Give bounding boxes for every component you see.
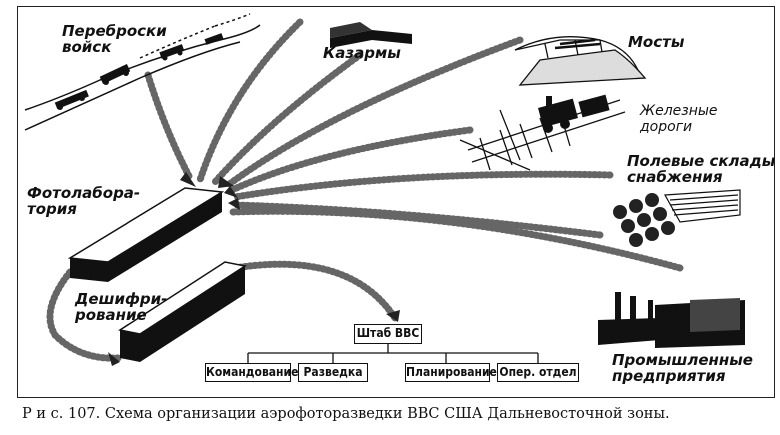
flow-railways (228, 126, 474, 194)
flow-troops-2 (196, 18, 304, 184)
figure-frame (17, 6, 775, 398)
bridge-icon (514, 36, 647, 86)
photolab-building (67, 187, 225, 282)
label-field-depots: Полевые склады снабжения (627, 152, 776, 186)
label-photolab: Фотолабора- тория (27, 184, 141, 218)
dept-planning: Планирование (405, 363, 497, 382)
depot-icon (613, 189, 741, 247)
terrain-line (24, 24, 261, 111)
label-bridges: Мосты (628, 33, 685, 51)
dept-command: Командование (205, 363, 298, 382)
dept-intelligence: Разведка (298, 363, 368, 382)
troops-scene (24, 13, 261, 131)
label-railways: Железные дороги (640, 103, 718, 135)
label-decoding: Дешифри- рование (75, 290, 168, 324)
flow-depots (231, 170, 614, 201)
barracks-icon (330, 22, 412, 48)
road-edge (24, 41, 241, 131)
flow-industry (228, 207, 684, 272)
decoding-building (118, 261, 247, 362)
hq-box: Штаб ВВС (354, 324, 422, 344)
label-industry: Промышленные предприятия (612, 351, 753, 385)
flow-bridges (224, 36, 524, 189)
dept-operations: Опер. отдел (497, 363, 579, 382)
flow-barracks (211, 51, 364, 186)
recon-flows (46, 18, 684, 362)
hq-connectors (247, 343, 539, 364)
railway-icon (459, 94, 626, 171)
label-troop-movements: Переброски войск (62, 22, 167, 56)
figure-caption: Р и с. 107. Схема организации аэрофотора… (22, 406, 670, 422)
flow-troops (144, 71, 194, 182)
flow-photolab-decoding (46, 268, 122, 362)
label-barracks: Казармы (323, 44, 401, 62)
flow-decoding-hq (231, 260, 399, 322)
industry-icon (598, 292, 745, 348)
